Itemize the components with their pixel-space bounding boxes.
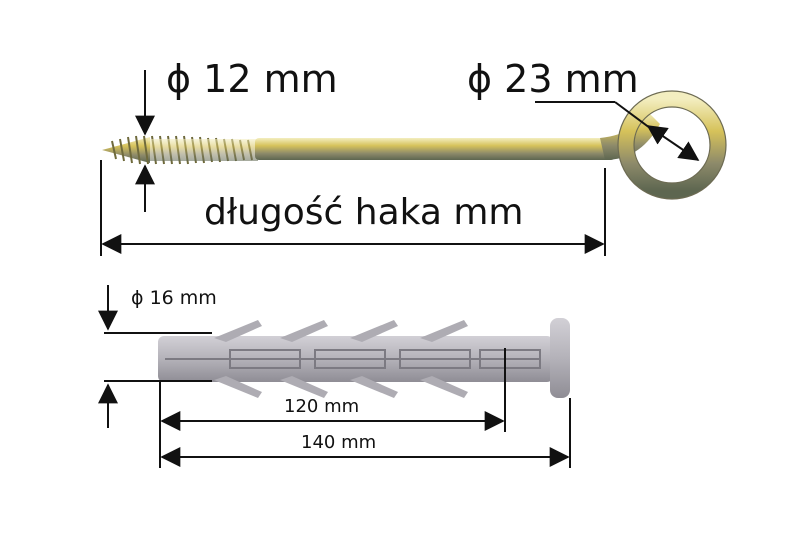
eye-diameter-arrow bbox=[646, 125, 700, 161]
hook-dimension-lines bbox=[100, 70, 700, 256]
plug-diameter-label: ϕ 16 mm bbox=[131, 287, 217, 309]
plug-barbs bbox=[214, 320, 468, 398]
wall-plug bbox=[158, 318, 570, 398]
eye-diameter-leader-diag bbox=[614, 101, 651, 129]
plug-collar bbox=[550, 318, 570, 398]
hook-length-label: długość haka mm bbox=[204, 192, 524, 233]
hook-screw-tip bbox=[102, 137, 150, 163]
eye-diameter-label: ϕ 23 mm bbox=[467, 57, 639, 101]
plug-slots bbox=[165, 349, 541, 369]
hook-eye bbox=[618, 91, 726, 199]
plug-total-length-label: 140 mm bbox=[301, 432, 377, 453]
hook-shank bbox=[255, 138, 615, 160]
eye-hook bbox=[102, 90, 727, 200]
plug-dimension-lines bbox=[98, 285, 571, 468]
hook-thread-core bbox=[148, 139, 258, 161]
shank-diameter-label: ϕ 12 mm bbox=[166, 57, 338, 101]
plug-inner-length-label: 120 mm bbox=[284, 396, 360, 417]
